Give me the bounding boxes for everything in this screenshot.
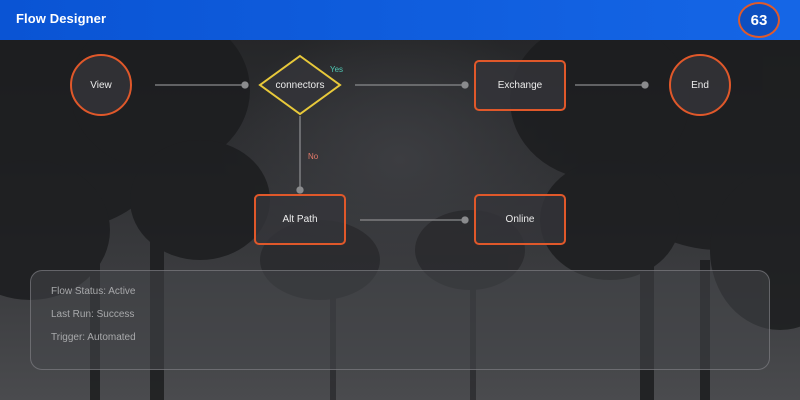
decision-label: connectors [275,79,325,91]
notification-badge[interactable]: 63 [738,2,780,38]
node-online[interactable]: Online [474,194,566,245]
node-exchange[interactable]: Exchange [474,60,566,111]
diamond-shape [258,54,342,116]
flow-canvas[interactable]: View connectors Yes No Exchange End Alt … [0,40,800,400]
edge-end-dot [296,186,304,194]
header-bar: Flow Designer 63 [0,0,800,40]
edge-end-dot [241,81,249,89]
edge-end-dot [461,81,469,89]
last-run-text: Last Run: Success [51,309,135,320]
node-alt-path[interactable]: Alt Path [254,194,346,245]
edge-label-yes: Yes [330,65,344,74]
node-end[interactable]: End [669,54,731,116]
node-view[interactable]: View [70,54,132,116]
trigger-text: Trigger: Automated [51,332,136,343]
edge-label-no: No [308,152,319,161]
flow-edges [155,81,649,224]
status-panel: Flow Status: Active Last Run: Success Tr… [30,270,770,370]
decision-node[interactable]: connectors [258,54,342,116]
flow-status-text: Flow Status: Active [51,286,136,297]
app-title: Flow Designer [16,11,107,26]
edge-end-dot [641,81,649,89]
edge-end-dot [461,216,469,224]
